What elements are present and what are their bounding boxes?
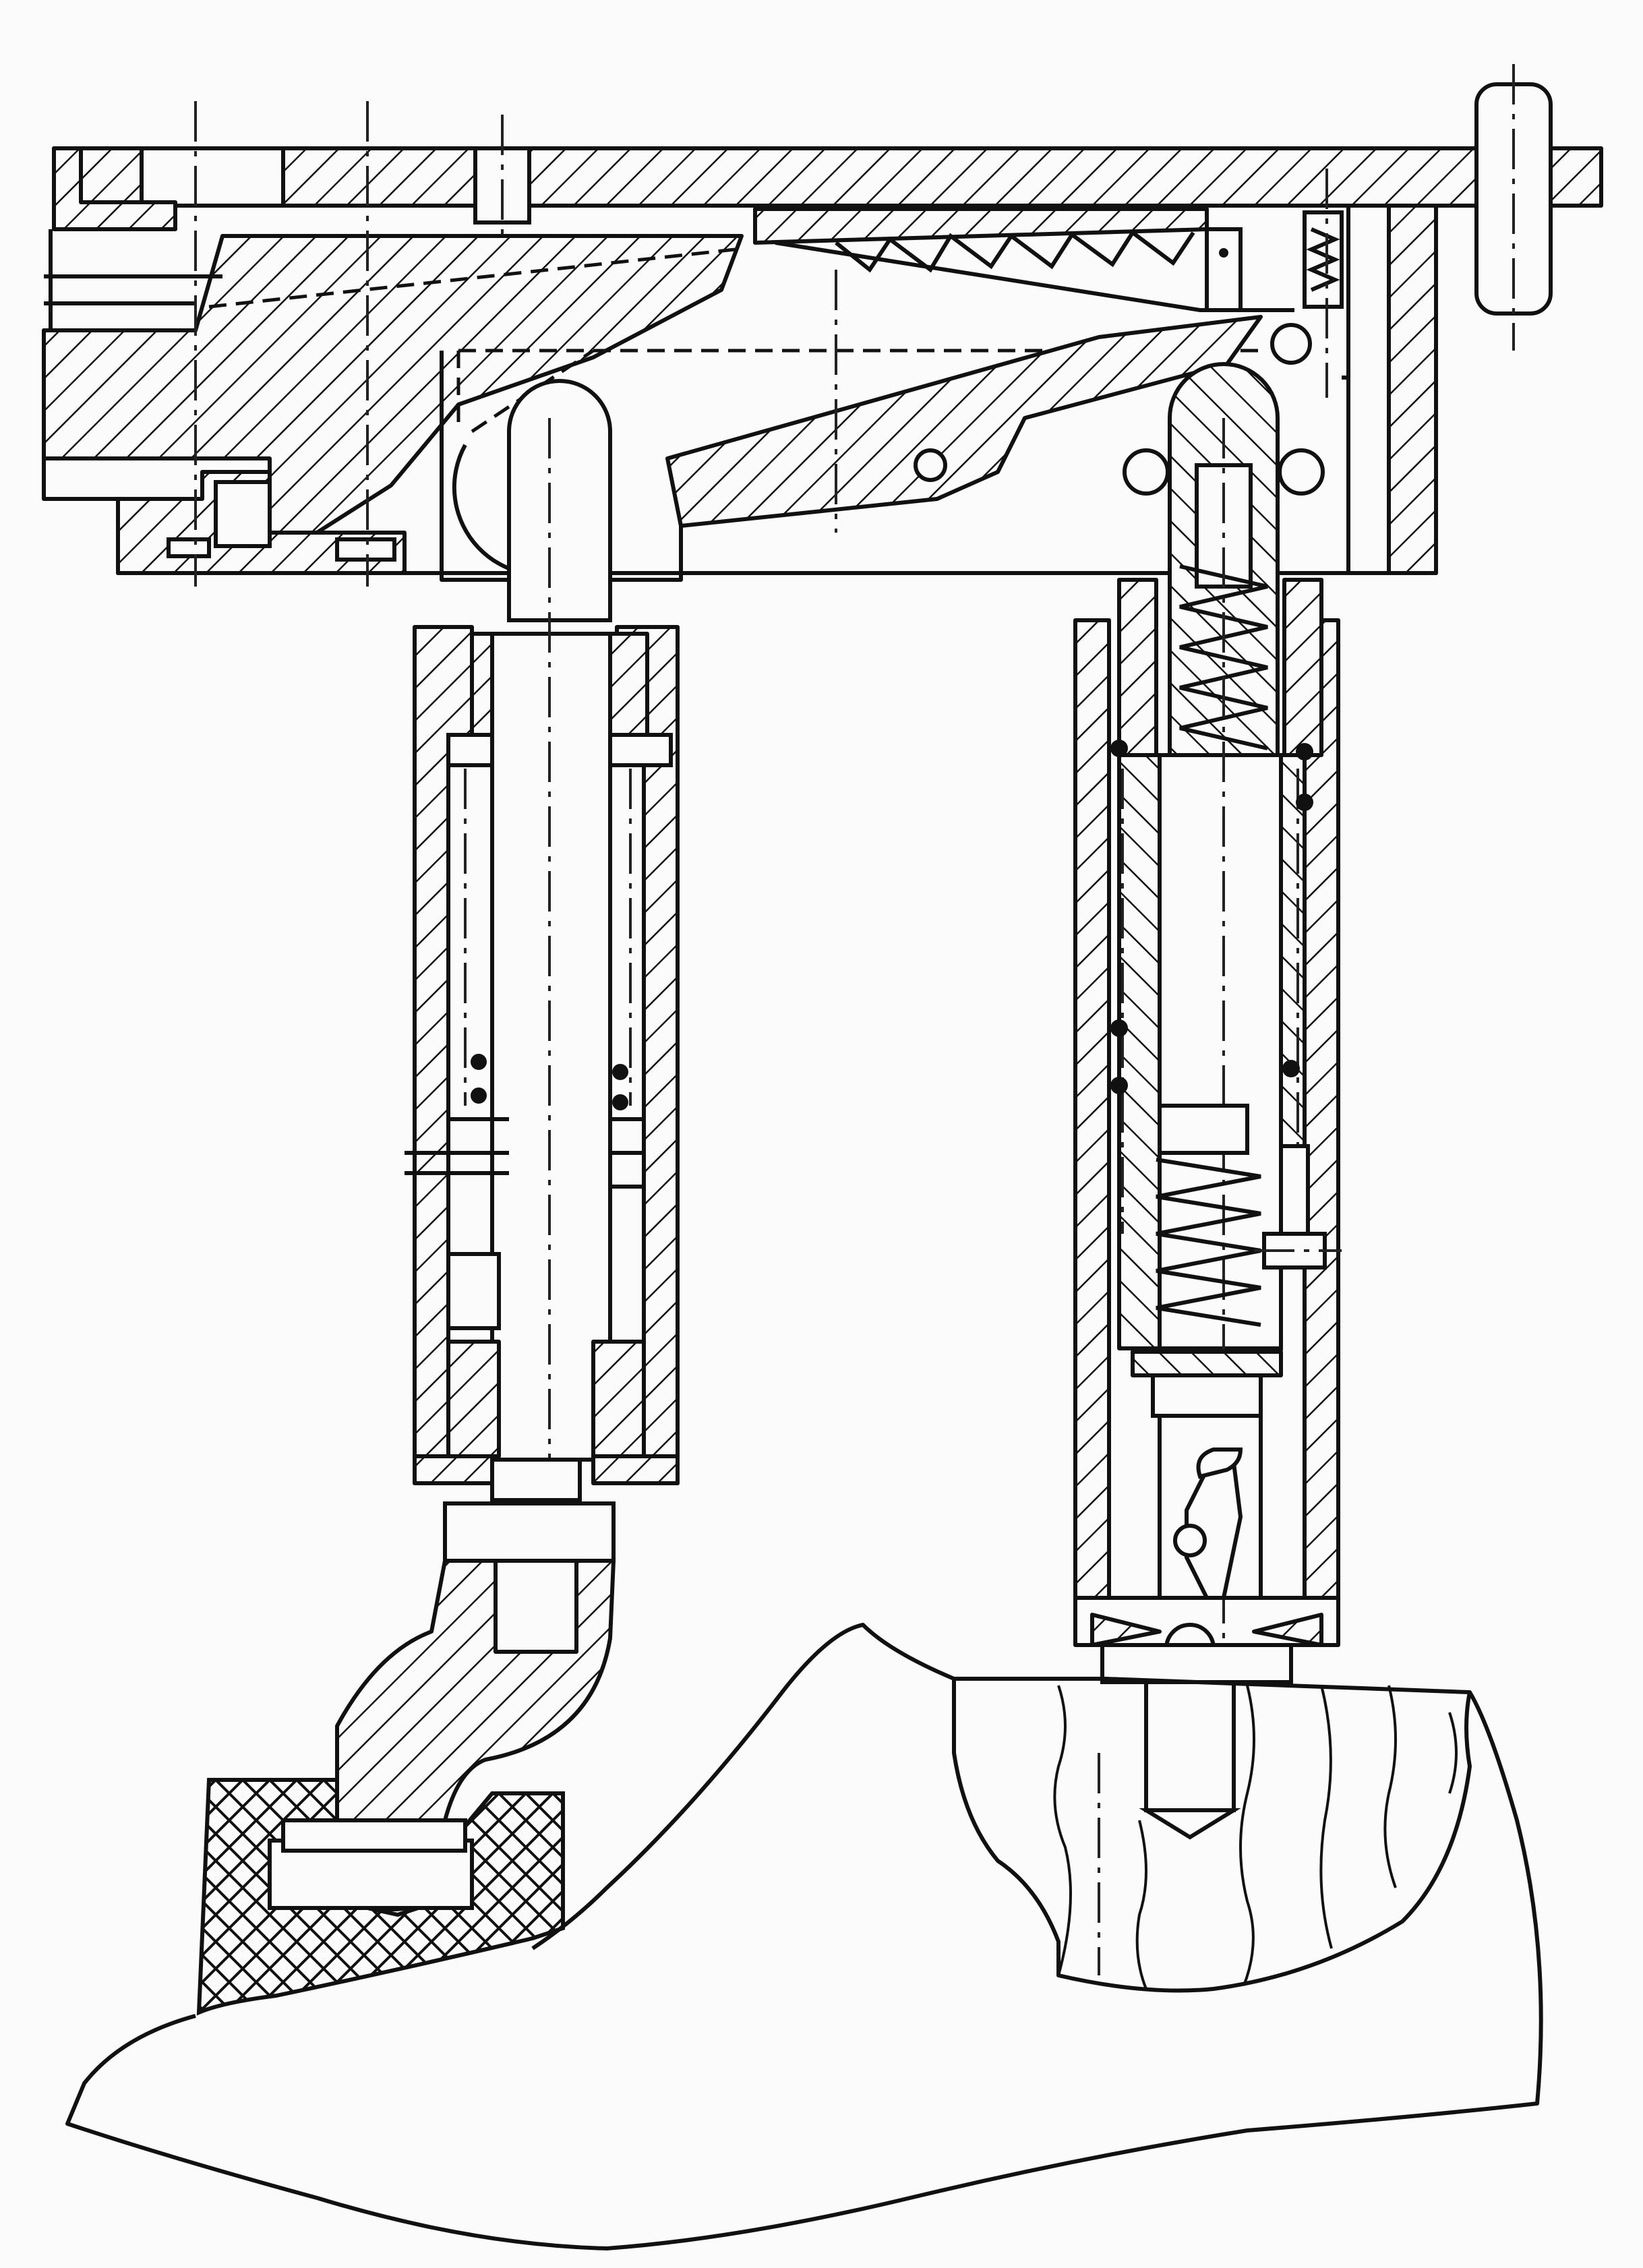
pawl-post [1205,227,1243,312]
rack-teeth [835,229,1195,273]
right-lower-stop [1151,1373,1263,1418]
right-upper-spring [1179,564,1268,750]
lever-pivot-icon [914,448,947,482]
wood-grain-2 [1135,1820,1147,1990]
retaining-ball-icon [1110,1077,1128,1094]
shoe-last-outline [65,1623,1543,2250]
right-lower-ring [1131,1350,1283,1377]
lever-line [775,241,1294,312]
wedge-block [42,234,744,535]
retaining-ball-icon [1110,1019,1128,1037]
retaining-ball-icon [612,1094,628,1110]
hook-latch [1196,1448,1243,1479]
top-bar-slot [140,146,285,208]
retaining-ball-icon [1296,743,1313,760]
retaining-ball-icon [612,1064,628,1080]
left-clamp-ring [443,1501,616,1563]
right-inner-tube-left [1117,753,1162,1350]
roller-icon [1270,323,1312,365]
right-column-assembly [1073,362,1342,1840]
left-lower-foot-r [591,1454,680,1485]
right-sleeve-wall-right [1303,618,1340,1600]
support-slot-top [281,1818,467,1853]
left-bracket [52,146,177,231]
wing-nut-right-icon [1278,448,1325,496]
left-window [446,1252,501,1330]
hidden-line-1 [208,247,736,309]
left-plunger-head [507,379,612,622]
wing-nut-left-icon [1123,448,1170,496]
left-shaft [490,632,612,1462]
left-lower-bushing-r [591,1340,646,1458]
right-inner-wall-left [1117,578,1158,757]
right-frame-column [1387,204,1438,575]
right-foot-plate [1073,1596,1340,1647]
left-shaft-stub [490,1458,582,1502]
lever-arm [665,315,1263,528]
top-bar [52,146,1603,208]
top-beam-assembly [42,64,1603,587]
left-upper-bushing-r [608,632,649,737]
retaining-ball-icon [1296,794,1313,811]
hidden-line-3 [456,349,595,434]
wood-grain-5 [1383,1685,1397,1888]
bolt-head-2 [335,537,396,562]
left-collar-r [608,733,673,767]
left-column-assembly [196,379,680,2016]
right-foot-wedge-right [1252,1613,1323,1647]
right-base-cap [1100,1643,1293,1684]
bolt-block [214,480,272,548]
wood-grain-6 [1448,1712,1458,1794]
left-lower-foot [413,1454,494,1485]
wood-grain-3 [1239,1685,1255,1986]
left-lower-bushing-l [446,1340,501,1458]
left-mid-ring [405,1117,644,1335]
right-side-key [1279,1144,1310,1243]
right-sleeve-wall-left [1073,618,1111,1600]
right-spring-cap [1158,1104,1249,1155]
bolt-head-1 [167,537,211,558]
guide-rail [44,274,222,305]
wood-block-outline [952,1679,1472,1993]
right-lower-spring [1156,1158,1261,1327]
small-spring [1306,227,1340,292]
left-shaft-end [494,1559,578,1654]
retaining-ball-icon [1110,740,1128,757]
wood-grain-1 [1053,1685,1072,1976]
wood-grain-4 [1319,1685,1333,1949]
shoe-last [65,1623,1543,2250]
right-inner-wall-right [1282,578,1323,757]
right-foot-wedge-left [1090,1613,1162,1647]
right-locating-pin [1144,1680,1236,1812]
hook-pivot-icon [1173,1524,1207,1557]
retaining-ball-icon [1282,1060,1300,1077]
right-inner-frame [1342,206,1350,573]
retaining-ball-icon [471,1087,487,1104]
right-pin-tip [1139,1808,1241,1840]
pawl-pin-icon [1219,248,1228,258]
retaining-ball-icon [471,1054,487,1070]
